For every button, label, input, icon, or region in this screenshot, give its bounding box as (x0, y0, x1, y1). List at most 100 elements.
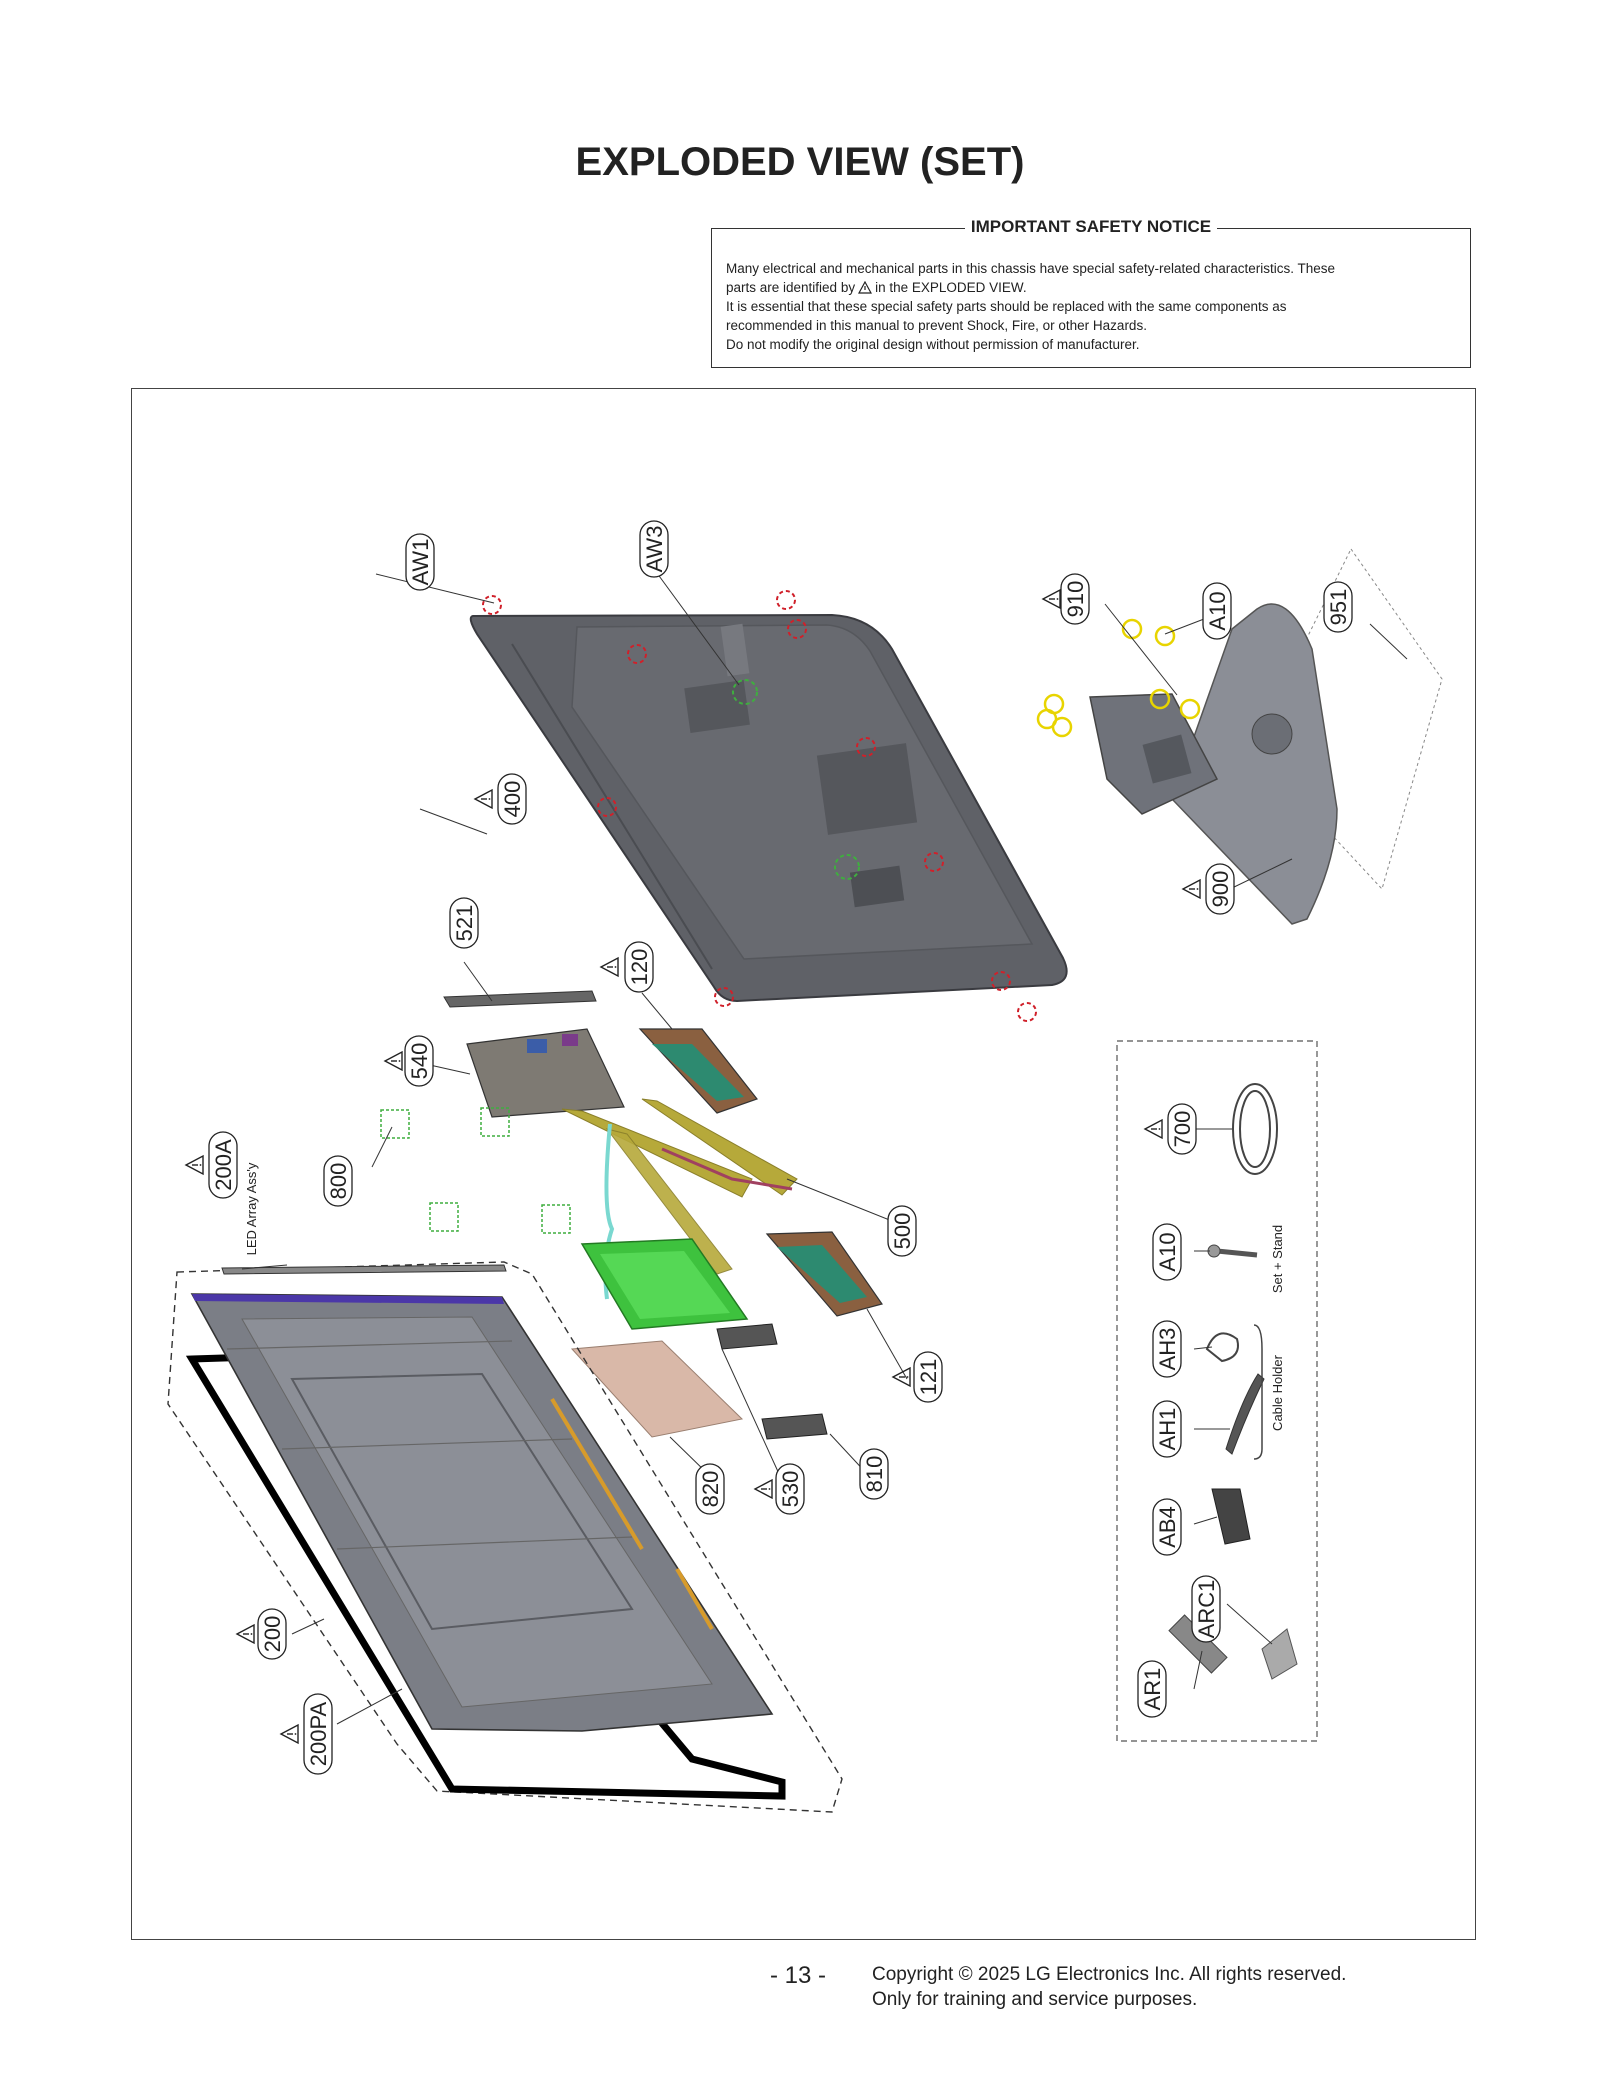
cable-holder-caption: Cable Holder (1270, 1354, 1285, 1431)
warning-triangle-icon (1144, 1119, 1163, 1139)
label-530: 530 (778, 1471, 803, 1508)
label-500: 500 (890, 1213, 915, 1250)
clip-marker (429, 1202, 459, 1232)
warning-triangle-icon (892, 1367, 911, 1387)
screw-marker (991, 971, 1011, 991)
label-121: 121 (916, 1359, 941, 1396)
part-labels: AW1 AW3 910 A10 951 400 900 521 120 540 … (208, 520, 1353, 1775)
label-a10-accessory: A10 (1155, 1232, 1180, 1271)
part-121-speaker (765, 1231, 883, 1317)
screw-markers-red (482, 590, 1037, 1022)
label-951: 951 (1326, 589, 1351, 626)
label-a10-top: A10 (1205, 591, 1230, 630)
power-cord-700 (1232, 1083, 1278, 1175)
panel-module-200 (190, 1293, 774, 1732)
screw-marker (1154, 625, 1176, 647)
screw-marker (1051, 716, 1073, 738)
part-200a-led-array (221, 1264, 507, 1275)
part-521-bracket (443, 990, 597, 1008)
screw-marker-green (834, 854, 860, 880)
set-stand-caption: Set + Stand (1270, 1225, 1285, 1293)
screw-marker (1149, 688, 1171, 710)
part-120-speaker (638, 1028, 758, 1114)
accessories-box (1116, 1040, 1318, 1742)
label-ah1: AH1 (1155, 1408, 1180, 1451)
cable-holder-ah1 (1225, 1373, 1265, 1455)
label-aw3: AW3 (642, 526, 667, 573)
stand-base-900 (1171, 603, 1338, 925)
wire-harness (661, 1147, 793, 1191)
screw-marker (1179, 698, 1201, 720)
warning-triangle-icon (236, 1624, 255, 1644)
label-ah3: AH3 (1155, 1328, 1180, 1371)
notice-line-2a: parts are identified by (726, 280, 856, 295)
copyright-notice: Copyright © 2025 LG Electronics Inc. All… (872, 1962, 1346, 2012)
label-ar1: AR1 (1140, 1668, 1165, 1711)
warning-triangle-icon (858, 281, 873, 294)
screw-marker (924, 852, 944, 872)
safety-notice-body: Many electrical and mechanical parts in … (726, 259, 1456, 354)
notice-line-1: Many electrical and mechanical parts in … (726, 261, 1336, 276)
screw-marker (482, 595, 502, 615)
copyright-line-1: Copyright © 2025 LG Electronics Inc. All… (872, 1964, 1347, 1985)
screw-marker (856, 737, 876, 757)
label-200a: 200A (211, 1139, 236, 1191)
screw-marker (1017, 1002, 1037, 1022)
label-521: 521 (452, 905, 477, 942)
safety-notice-title: IMPORTANT SAFETY NOTICE (964, 217, 1218, 236)
warning-triangle-icon (185, 1155, 204, 1175)
screw-marker (627, 644, 647, 664)
label-arc1: ARC1 (1194, 1580, 1219, 1639)
warning-triangle-icon (280, 1724, 299, 1744)
label-800: 800 (326, 1163, 351, 1200)
notice-line-5: Do not modify the original design withou… (726, 337, 1140, 352)
page-number: - 13 - (770, 1962, 827, 1989)
notice-line-4: recommended in this manual to prevent Sh… (726, 318, 1147, 333)
warning-triangle-icon (384, 1051, 403, 1071)
remote-arc1-ar1 (1168, 1614, 1298, 1680)
warning-triangle-icon (1182, 879, 1201, 899)
label-ab4: AB4 (1155, 1506, 1180, 1548)
safety-notice-box: IMPORTANT SAFETY NOTICE Many electrical … (711, 217, 1471, 368)
part-810-holders (716, 1323, 828, 1440)
warning-triangle-icon (754, 1479, 773, 1499)
clip-markers (380, 1107, 571, 1234)
screw-marker (787, 619, 807, 639)
leader-lines (241, 568, 1408, 1725)
part-530-power-board (580, 1238, 749, 1330)
part-820-insulator (570, 1340, 744, 1438)
label-700: 700 (1170, 1111, 1195, 1148)
warning-triangle-icon (600, 957, 619, 977)
led-array-caption: LED Array Ass'y (244, 1162, 259, 1255)
label-820: 820 (698, 1471, 723, 1508)
clip-marker (541, 1204, 571, 1234)
screw-marker-green (732, 679, 758, 705)
label-910: 910 (1063, 581, 1088, 618)
label-810: 810 (862, 1456, 887, 1493)
panel-outline-200 (167, 1261, 843, 1813)
label-540: 540 (407, 1043, 432, 1080)
screw-marker (597, 797, 617, 817)
clip-marker (380, 1109, 410, 1139)
part-540-main-board (466, 1028, 625, 1118)
back-cover-400 (469, 613, 1068, 1003)
screw-marker (776, 590, 796, 610)
label-200: 200 (260, 1616, 285, 1653)
warning-triangle-icon (1042, 589, 1061, 609)
label-900: 900 (1208, 871, 1233, 908)
notice-line-3: It is essential that these special safet… (726, 299, 1287, 314)
clip-marker (480, 1107, 510, 1137)
cable-holder-ah3 (1205, 1332, 1239, 1363)
label-200pa: 200PA (306, 1701, 331, 1766)
stand-body-910 (1089, 693, 1219, 815)
screw-marker (714, 987, 734, 1007)
label-120: 120 (627, 949, 652, 986)
page-title: EXPLODED VIEW (SET) (575, 140, 1025, 184)
screw-a10-accessory (1207, 1244, 1258, 1258)
label-400: 400 (500, 781, 525, 818)
notice-line-2b: in the EXPLODED VIEW. (875, 280, 1027, 295)
exploded-view-diagram: AW1 AW3 910 A10 951 400 900 521 120 540 … (131, 388, 1476, 1940)
cable-holder-brace (1253, 1324, 1263, 1460)
screw-marker (1121, 618, 1143, 640)
warning-triangle-icon (474, 789, 493, 809)
